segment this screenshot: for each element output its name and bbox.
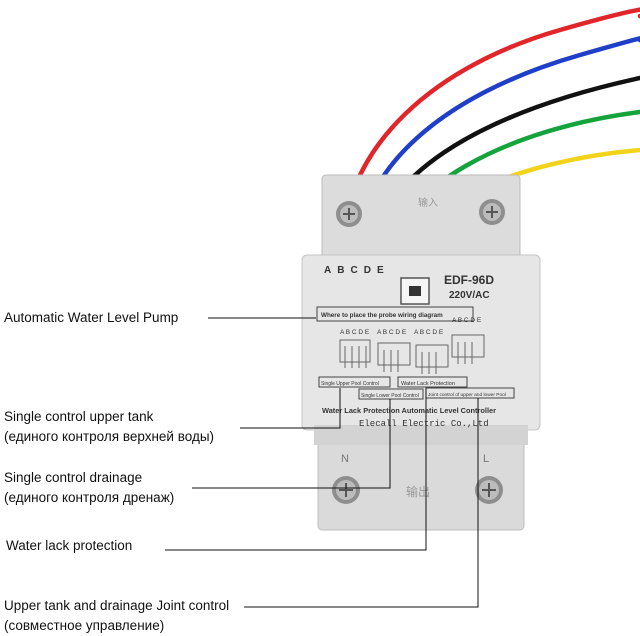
product-name: Water Lack Protection Automatic Level Co… (322, 406, 496, 415)
diagram-group-1: A B C D E (340, 329, 370, 336)
callout-upper-tank-ru: (единого контроля верхней воды) (4, 429, 215, 444)
top-mark: 输入 (418, 196, 438, 209)
callout-drainage-ru: (единого контроля дренаж) (4, 490, 175, 505)
bottom-left-screw (332, 476, 360, 504)
terminal-b: B (337, 265, 350, 276)
callout-auto-pump-text: Automatic Water Level Pump (4, 310, 179, 325)
terminal-a: A (324, 265, 337, 276)
top-right-screw (479, 199, 505, 225)
callout-water-lack-text: Water lack protection (6, 538, 133, 553)
water-lack-box (397, 376, 468, 388)
callout-joint-en: Upper tank and drainage Joint control (4, 598, 230, 613)
callout-water-lack: Water lack protection (6, 536, 132, 556)
diagram-title-box (316, 306, 474, 322)
voltage-label: 220V/AC (449, 290, 490, 301)
manufacturer: Elecall Electric Co.,Ltd (359, 419, 489, 429)
leader-drainage (192, 399, 391, 489)
callout-drainage-en: Single control drainage (4, 470, 143, 485)
device-body (301, 174, 541, 531)
diagram-title: Where to place the probe wiring diagram (321, 312, 443, 319)
terminal-l: L (483, 453, 489, 465)
leader-upper-tank (240, 388, 341, 429)
top-left-screw (336, 201, 362, 227)
joint-label: Joint control of upper and lower Pool (428, 392, 506, 398)
terminal-d: D (364, 265, 377, 276)
leader-lines (165, 317, 479, 608)
water-lack-label: Water Lack Protection (401, 381, 455, 387)
lower-pool-box (358, 388, 424, 400)
bottom-mark: 输出 (406, 484, 430, 499)
svg-text:ABCDE: ABCDE (324, 265, 390, 276)
diagram-group-3: A B C D E (414, 329, 444, 336)
terminal-n: N (341, 453, 349, 465)
bottom-right-screw (475, 476, 503, 504)
leader-joint (244, 398, 479, 608)
upper-pool-box (318, 376, 391, 388)
terminal-e: E (377, 265, 390, 276)
leader-water-lack (165, 388, 427, 551)
terminal-c: C (350, 265, 363, 276)
callout-joint-ru: (совместное управление) (4, 618, 165, 633)
diagram-group-4: A B C D E (452, 317, 482, 324)
upper-pool-label: Single Upper Pool Control (321, 381, 379, 387)
callout-auto-pump: Automatic Water Level Pump (4, 308, 178, 328)
callout-upper-tank: Single control upper tank (единого контр… (4, 407, 214, 447)
callout-drainage: Single control drainage (единого контрол… (4, 468, 174, 508)
diagram-group-2: A B C D E (377, 329, 407, 336)
model-label: EDF-96D (444, 273, 494, 287)
probe-diagram (339, 334, 485, 374)
callout-joint: Upper tank and drainage Joint control (с… (4, 596, 229, 636)
callout-upper-tank-en: Single control upper tank (4, 409, 154, 424)
lower-pool-label: Single Lower Pool Control (361, 393, 419, 399)
